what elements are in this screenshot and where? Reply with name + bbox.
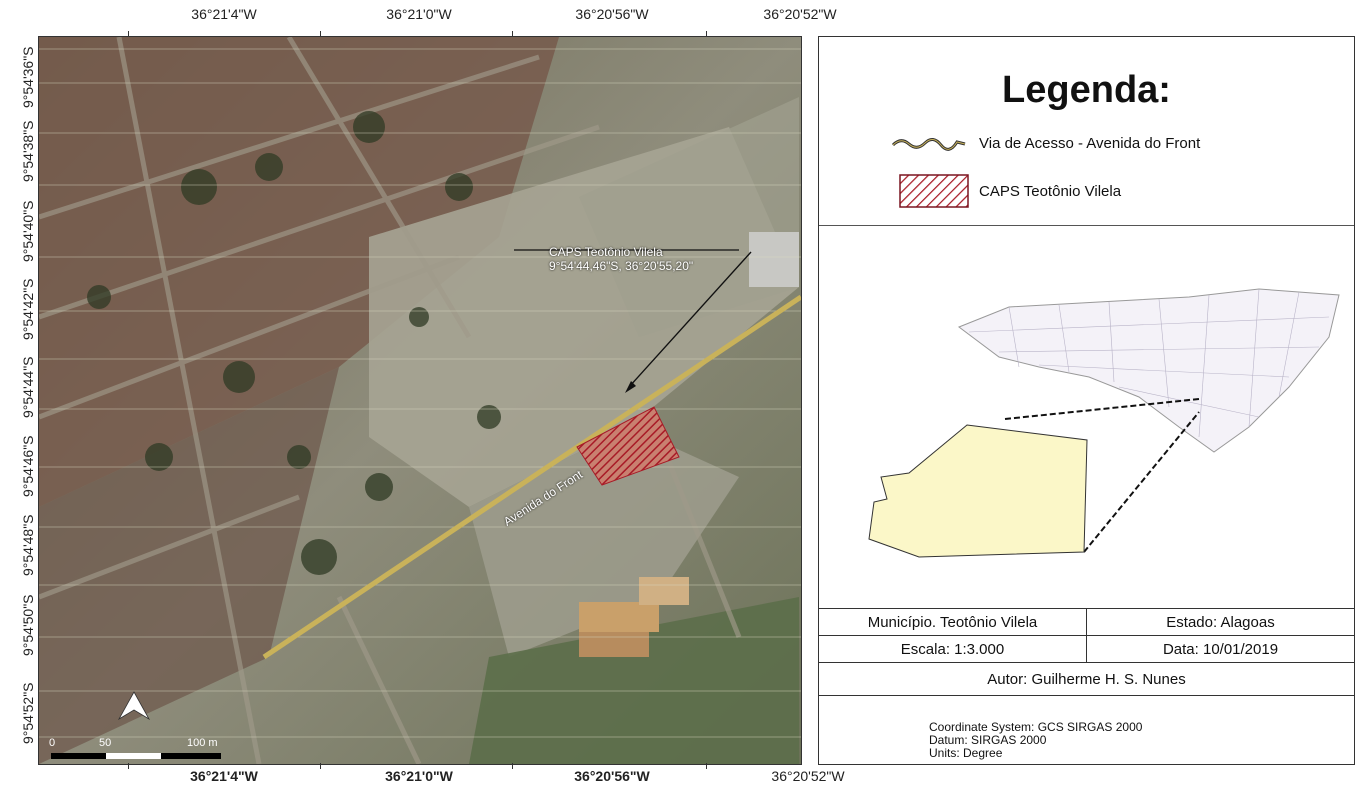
legend-divider [819, 225, 1354, 226]
scale-label: 50 [99, 737, 112, 749]
legend-label: Via de Acesso - Avenida do Front [979, 134, 1201, 152]
municipio-cell: Município. Teotônio Vilela [867, 613, 1038, 631]
longitude-label-bottom: 36°20'56"W [574, 768, 650, 784]
latitude-label: 9°54'42"S [20, 278, 36, 340]
tick [320, 763, 321, 769]
latitude-label: 9°54'50"S [20, 594, 36, 656]
latitude-label: 9°54'46"S [20, 435, 36, 497]
latitude-label: 9°54'48"S [20, 514, 36, 576]
tick [128, 763, 129, 769]
latitude-label: 9°54'36"S [20, 46, 36, 108]
legend-title: Legenda: [1002, 69, 1171, 111]
satellite-map[interactable]: CAPS Teotônio Vilela 9°54'44,46"S, 36°20… [38, 36, 802, 765]
escala-cell: Escala: 1:3.000 [900, 640, 1005, 658]
tick [706, 31, 707, 37]
longitude-label-bottom: 36°20'52"W [771, 768, 845, 784]
latitude-label: 9°54'44"S [20, 356, 36, 418]
north-arrow-icon [117, 691, 151, 721]
caps-area [576, 406, 680, 486]
scale-label: 100 m [187, 737, 218, 749]
road-avenida-do-front [262, 294, 801, 660]
longitude-label-top: 36°21'0"W [386, 6, 452, 22]
tick [512, 31, 513, 37]
estado-cell: Estado: Alagoas [1086, 609, 1354, 635]
longitude-label-top: 36°20'52"W [763, 6, 837, 22]
caps-point-label: CAPS Teotônio Vilela 9°54'44,46"S, 36°20… [549, 245, 694, 273]
longitude-label-top: 36°20'56"W [575, 6, 649, 22]
autor-cell: Autor: Guilherme H. S. Nunes [987, 670, 1186, 688]
latitude-label: 9°54'38"S [20, 120, 36, 182]
longitude-label-bottom: 36°21'4"W [190, 768, 258, 784]
tick [320, 31, 321, 37]
tick [128, 31, 129, 37]
data-cell: Data: 10/01/2019 [1086, 636, 1354, 662]
legend-panel: Legenda: Via de Acesso - Avenida do Fron… [818, 36, 1355, 765]
longitude-label-bottom: 36°21'0"W [385, 768, 453, 784]
latitude-label: 9°54'52"S [20, 682, 36, 744]
latitude-label: 9°54'40"S [20, 200, 36, 262]
road-line-icon [889, 125, 969, 161]
tick [706, 763, 707, 769]
longitude-label-top: 36°21'4"W [191, 6, 257, 22]
locator-inset-map [868, 288, 1340, 558]
tick [512, 763, 513, 769]
coordinate-system-info: Coordinate System: GCS SIRGAS 2000 Datum… [929, 720, 1143, 760]
legend-item-caps: CAPS Teotônio Vilela [889, 173, 1121, 209]
satellite-imagery [39, 37, 801, 764]
legend-item-road: Via de Acesso - Avenida do Front [889, 125, 1200, 161]
legend-label: CAPS Teotônio Vilela [979, 182, 1122, 200]
info-table: Município. Teotônio Vilela Estado: Alago… [819, 608, 1354, 696]
hatched-area-icon [889, 173, 969, 209]
scale-label: 0 [49, 737, 56, 749]
